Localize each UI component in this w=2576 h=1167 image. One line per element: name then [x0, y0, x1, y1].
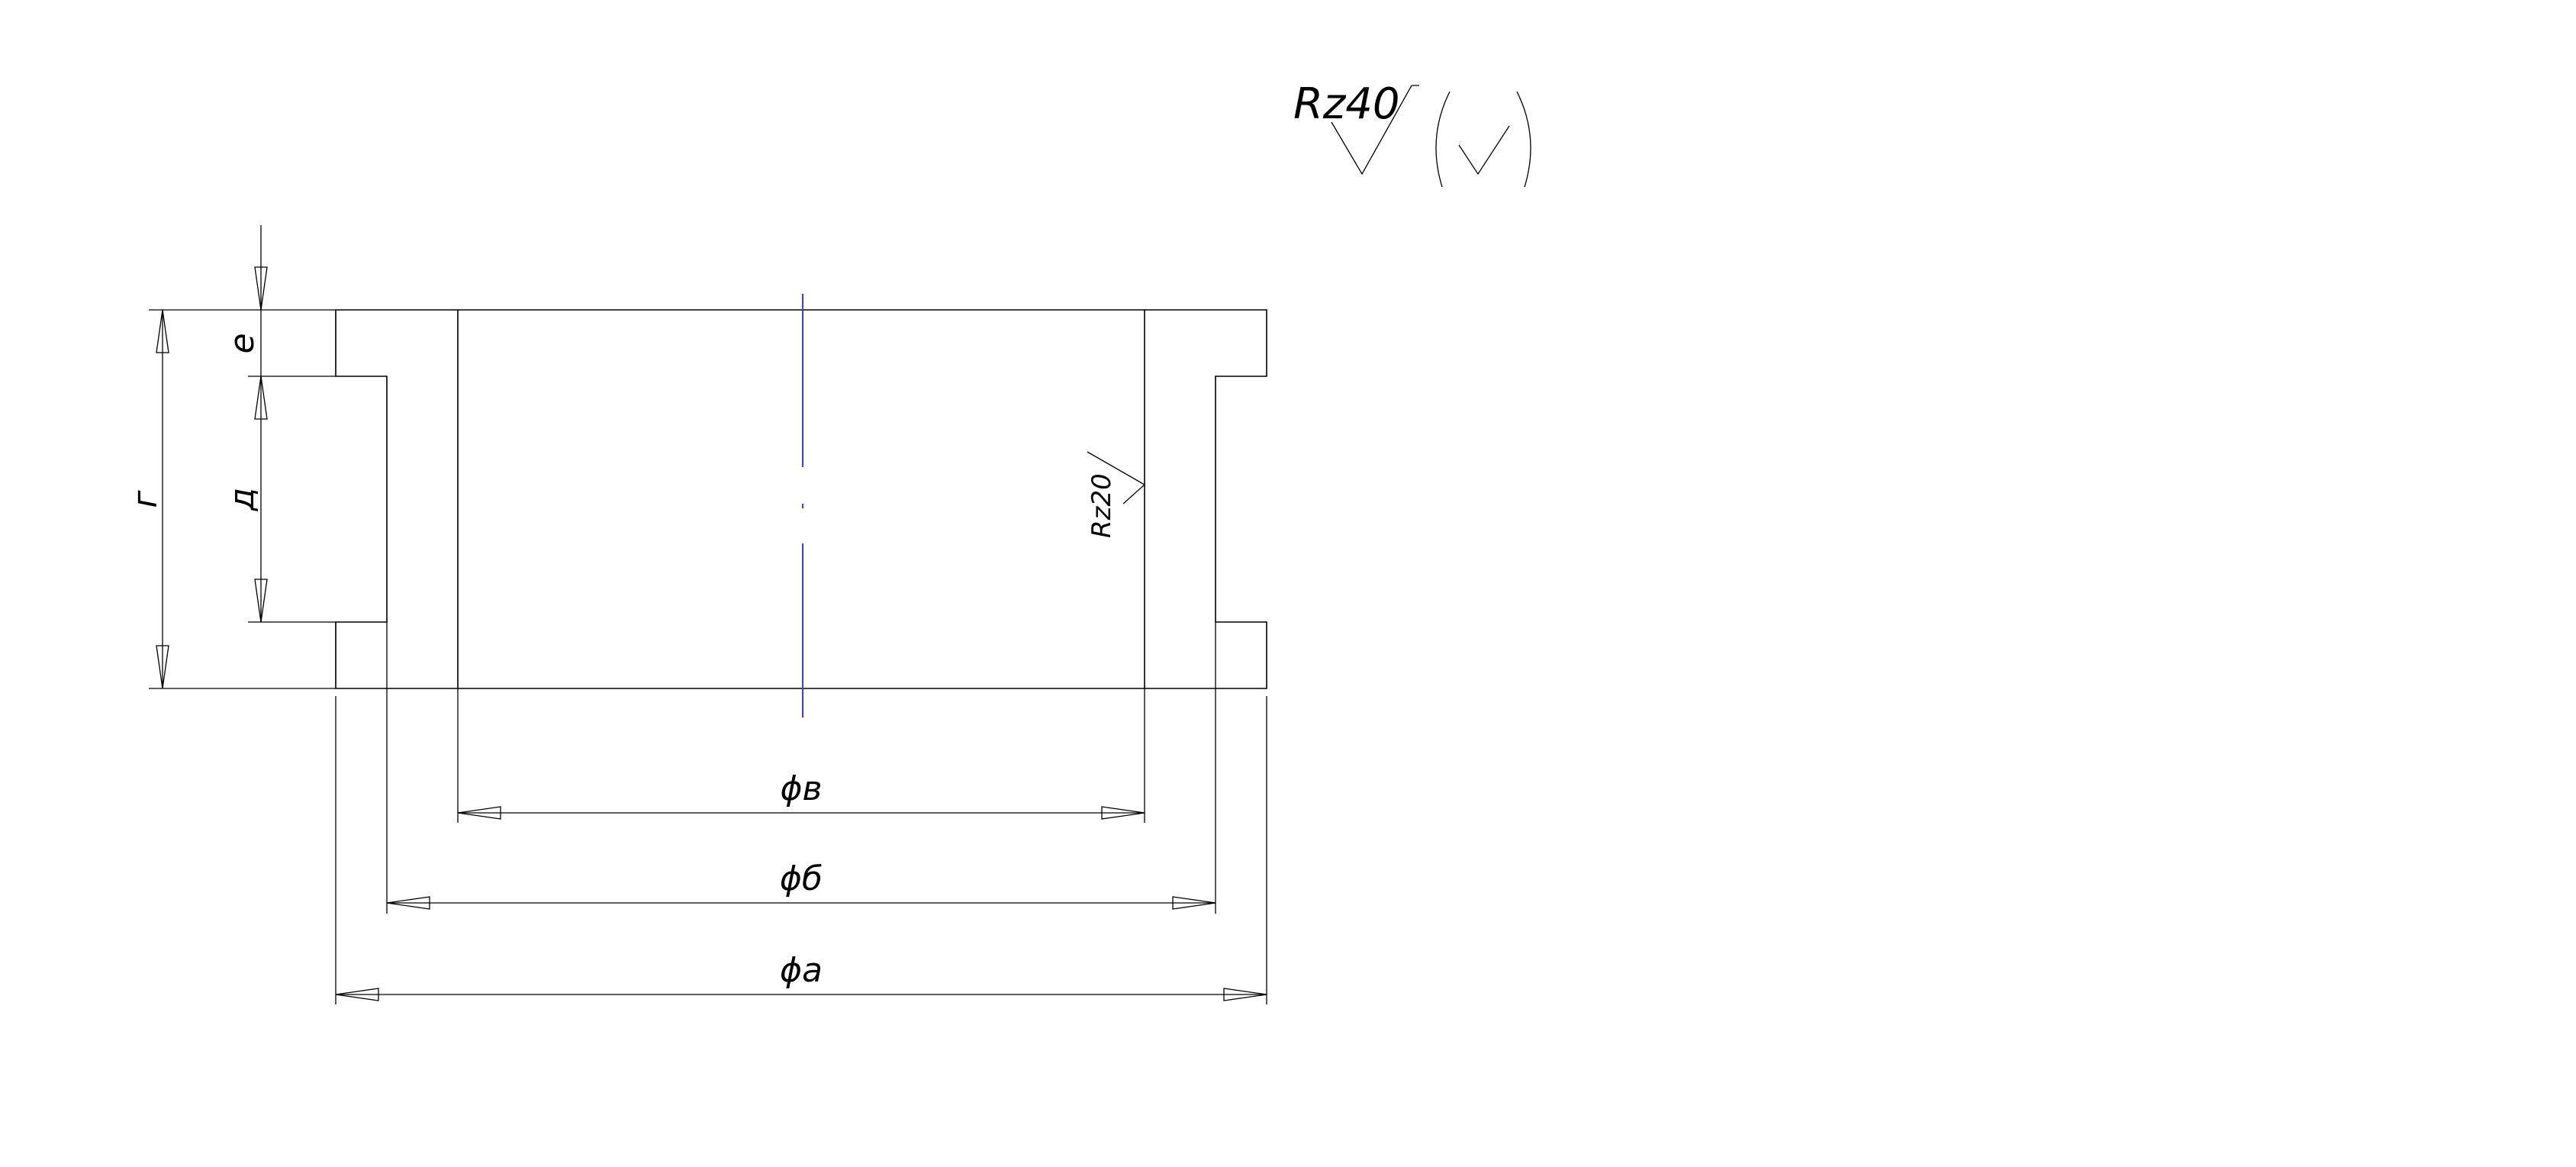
roughness-bore-label: Rz20: [1087, 473, 1117, 538]
general-roughness-note: Rz40: [1293, 79, 1531, 188]
roughness-check-icon: [1458, 125, 1510, 176]
dim-diameter-outer-label: ϕа: [780, 951, 823, 990]
paren-left-icon: [1435, 91, 1451, 188]
paren-right-icon: [1516, 91, 1531, 188]
dim-height-flange-groove: е д: [223, 225, 336, 623]
dim-height-total: г: [126, 309, 336, 689]
arrow-right-icon: [1223, 988, 1267, 1001]
dim-diameter-middle: ϕб: [386, 622, 1216, 914]
dim-diameter-middle-label: ϕб: [780, 859, 823, 898]
roughness-symbol-icon: [1331, 85, 1419, 176]
dim-height-total-label: г: [126, 490, 165, 508]
roughness-general-label: Rz40: [1293, 79, 1400, 129]
dim-height-flange-label: е: [223, 333, 262, 353]
right-wall-section: [1144, 309, 1267, 689]
arrow-left-icon: [457, 806, 501, 820]
dim-diameter-inner: ϕв: [457, 688, 1145, 823]
arrow-down-icon: [156, 645, 169, 689]
arrow-down-icon: [254, 579, 268, 623]
arrow-right-icon: [1101, 806, 1145, 820]
dim-diameter-outer: ϕа: [335, 696, 1267, 1004]
arrow-right-icon: [1172, 896, 1216, 910]
left-wall-section: [335, 309, 459, 689]
dim-height-groove-label: д: [223, 488, 262, 511]
bore-roughness: Rz20: [1087, 451, 1146, 538]
arrow-up-icon: [254, 376, 268, 420]
arrow-up-icon: [156, 309, 169, 353]
arrow-down-icon: [254, 266, 268, 311]
dim-diameter-inner-label: ϕв: [781, 769, 823, 808]
arrow-left-icon: [335, 988, 379, 1001]
part-section: [335, 294, 1267, 717]
bore-roughness-symbol-icon: [1087, 451, 1146, 505]
arrow-left-icon: [386, 896, 430, 910]
